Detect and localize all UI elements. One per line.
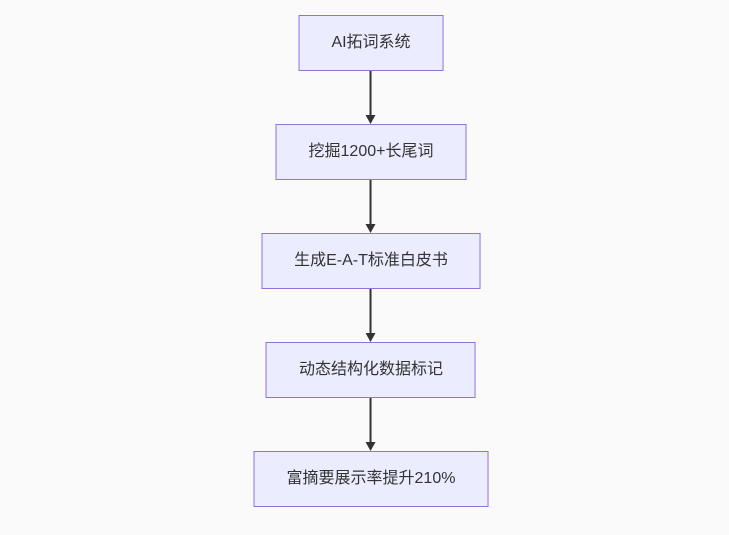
- arrow-line: [370, 71, 372, 116]
- flowchart: AI拓词系统 挖掘1200+长尾词 生成E-A-T标准白皮书 动态结构化数据标记…: [253, 15, 489, 507]
- flow-node-2: 挖掘1200+长尾词: [275, 124, 467, 180]
- arrowhead-icon: [366, 333, 376, 342]
- flow-node-3: 生成E-A-T标准白皮书: [261, 233, 481, 289]
- flow-node-4: 动态结构化数据标记: [265, 342, 476, 398]
- flow-arrow-1: [363, 71, 379, 124]
- arrow-line: [370, 289, 372, 334]
- flow-arrow-3: [363, 289, 379, 342]
- flow-arrow-4: [363, 398, 379, 451]
- flow-node-5: 富摘要展示率提升210%: [253, 451, 489, 507]
- arrowhead-icon: [366, 442, 376, 451]
- flow-node-1: AI拓词系统: [298, 15, 444, 71]
- flow-arrow-2: [363, 180, 379, 233]
- arrow-line: [370, 180, 372, 225]
- arrowhead-icon: [366, 224, 376, 233]
- arrow-line: [370, 398, 372, 443]
- arrowhead-icon: [366, 115, 376, 124]
